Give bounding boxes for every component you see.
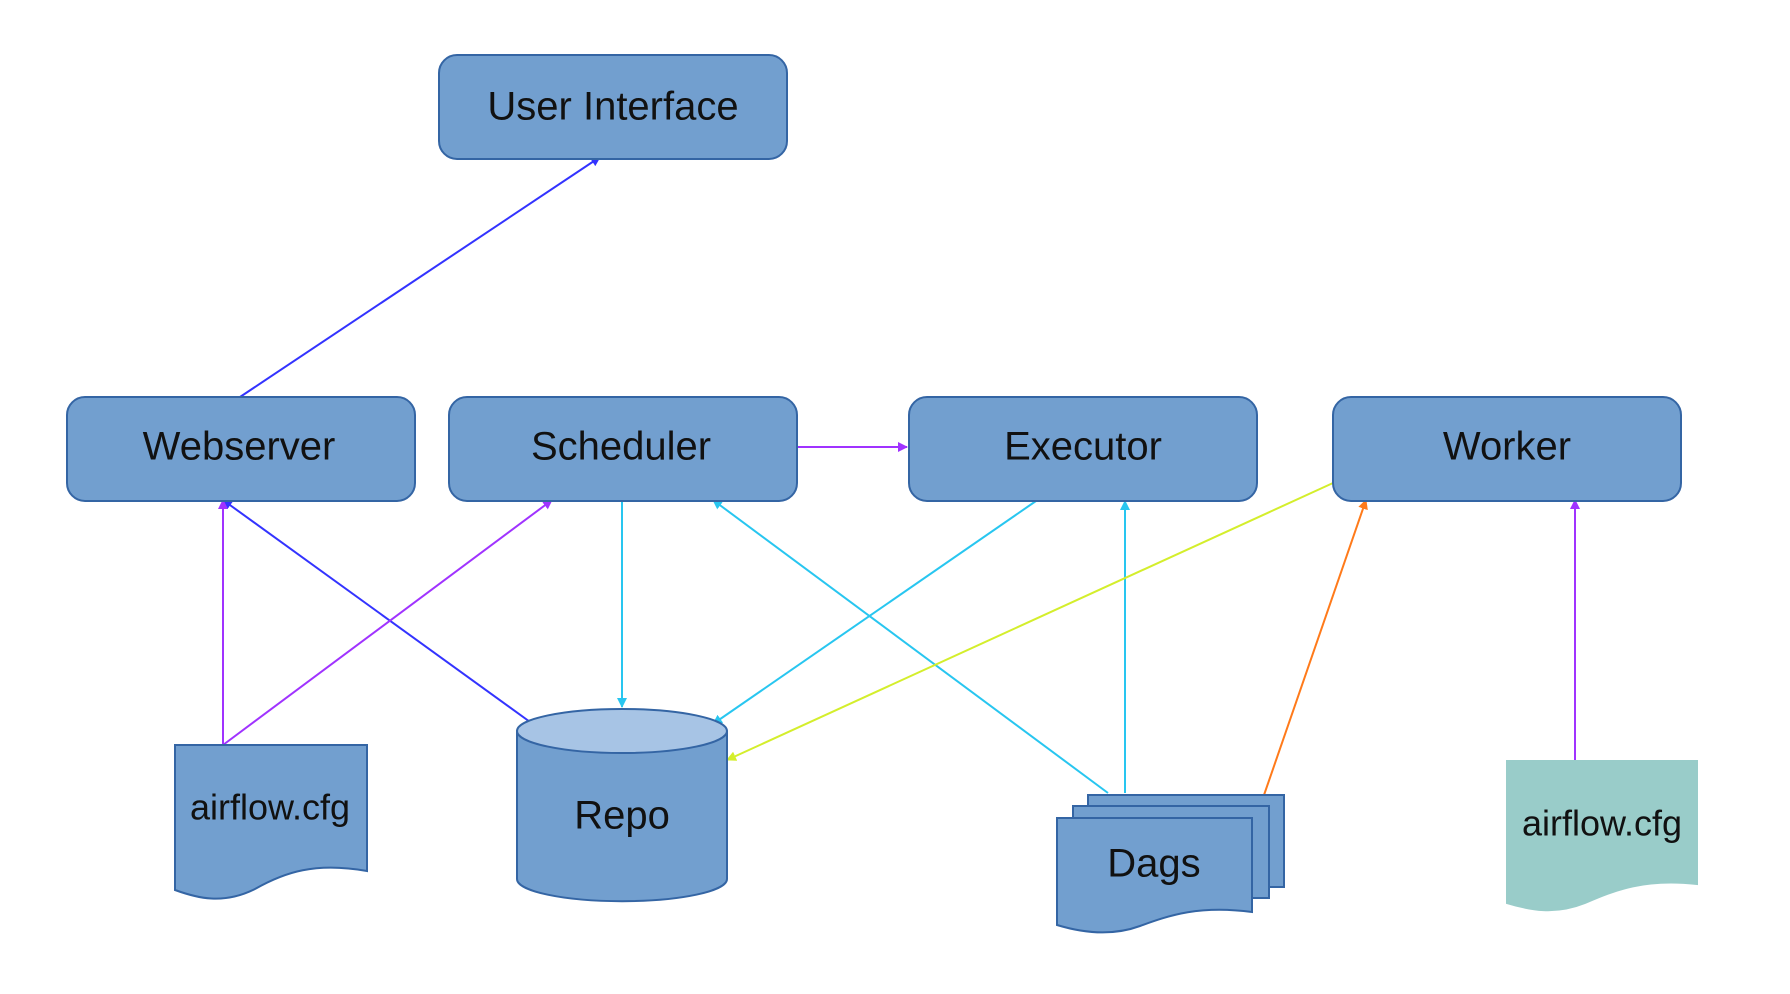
edge-webserver-to-user-interface (239, 156, 601, 398)
edge-worker-to-repo (726, 482, 1334, 761)
user-interface-node: User Interface (438, 54, 788, 160)
dags-documents: Dags (1056, 794, 1285, 934)
edges (218, 156, 1580, 796)
airflow-cfg-left-label: airflow.cfg (190, 787, 350, 828)
repo-label: Repo (574, 794, 670, 838)
edge-executor-to-repo (712, 500, 1037, 725)
edge-repo-to-webserver (222, 499, 538, 728)
worker-label: Worker (1443, 425, 1571, 469)
dags-label: Dags (1107, 842, 1200, 886)
scheduler-label: Scheduler (531, 425, 711, 469)
edge-dags-to-worker (1263, 499, 1368, 796)
user-interface-label: User Interface (487, 85, 738, 129)
webserver-label: Webserver (143, 425, 336, 469)
airflow-cfg-right-document: airflow.cfg (1506, 760, 1698, 912)
repo-database: Repo (516, 708, 728, 903)
worker-node: Worker (1332, 396, 1682, 502)
webserver-node: Webserver (66, 396, 416, 502)
scheduler-node: Scheduler (448, 396, 798, 502)
airflow-cfg-right-label: airflow.cfg (1522, 803, 1682, 844)
executor-node: Executor (908, 396, 1258, 502)
edge-cfg-left-to-scheduler (222, 499, 553, 746)
airflow-cfg-left-document: airflow.cfg (174, 744, 368, 900)
edge-dags-to-scheduler (712, 499, 1109, 794)
executor-label: Executor (1004, 425, 1162, 469)
